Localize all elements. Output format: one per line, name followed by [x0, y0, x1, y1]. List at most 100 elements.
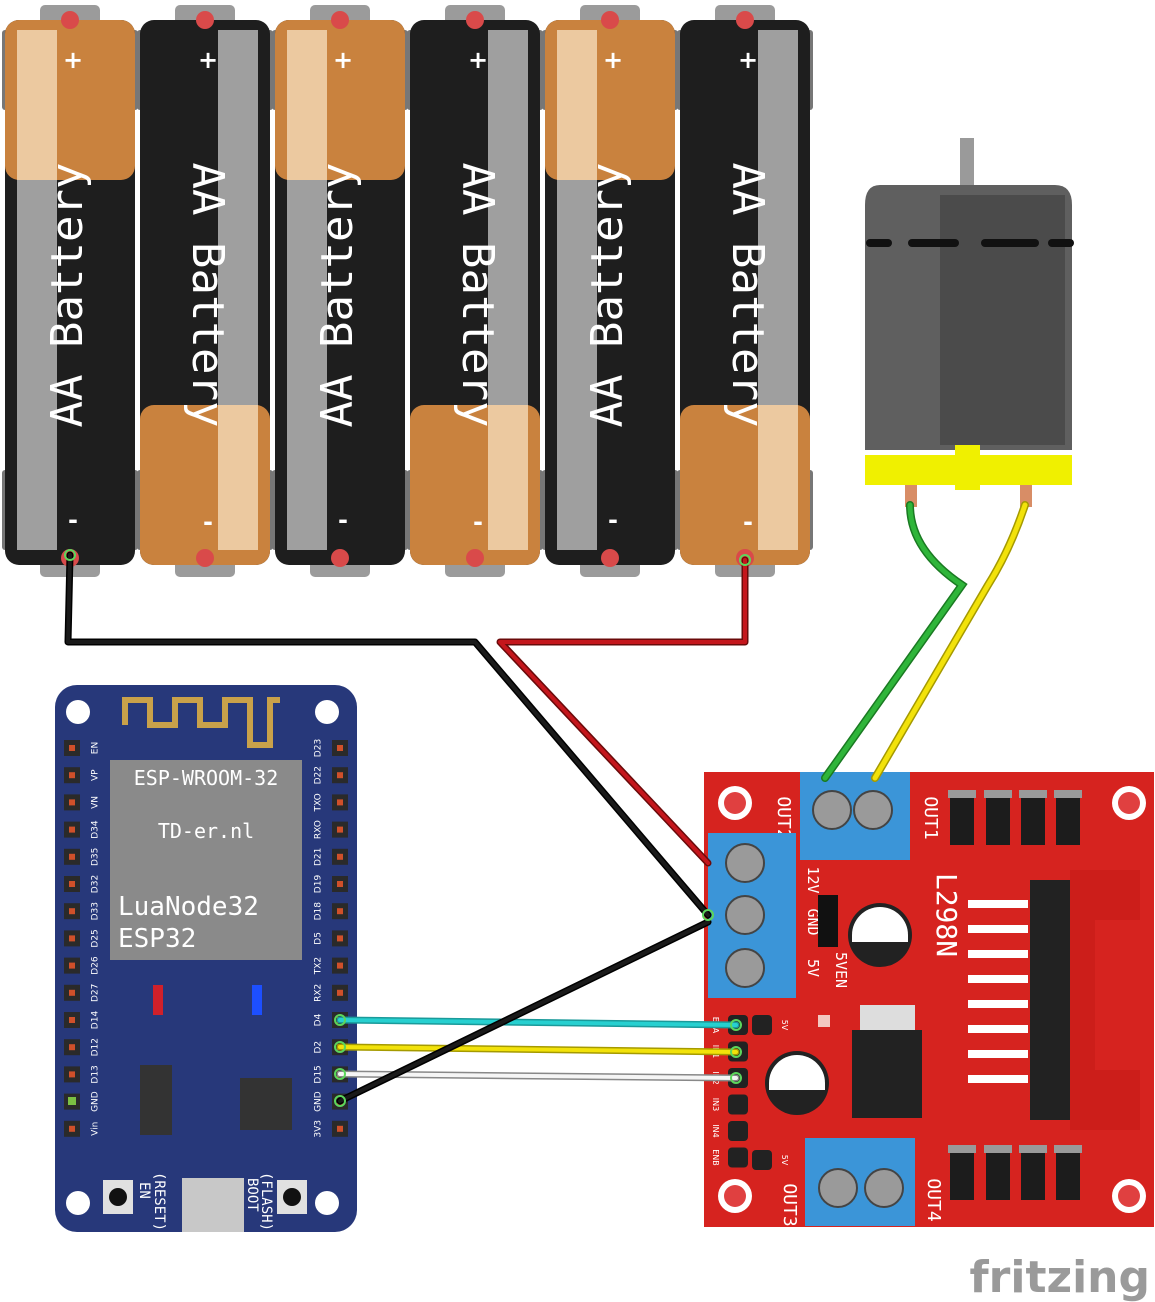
pin-label-right: GND	[314, 1091, 324, 1112]
connection-point	[730, 1019, 742, 1031]
battery-terminal-dot	[331, 11, 349, 29]
pin-label-right: D18	[314, 902, 324, 921]
diode	[1021, 795, 1045, 845]
capacitor-top	[769, 1055, 825, 1090]
chip-lead	[968, 1075, 1028, 1083]
battery-highlight	[557, 30, 597, 180]
fritzing-watermark: fritzing	[970, 1252, 1150, 1302]
pin-label-left: D32	[91, 875, 101, 893]
pin-label-left: D33	[91, 902, 101, 920]
header-pin-pad	[337, 853, 343, 860]
battery-label: AA Battery	[582, 163, 633, 428]
power-label: GND	[804, 908, 822, 935]
wire-motor-green	[822, 502, 966, 781]
header-pin-pad	[69, 826, 75, 833]
pin-label-left: D35	[91, 848, 101, 866]
header-pin-pad	[69, 908, 75, 915]
header-pin-pad	[69, 853, 75, 860]
antenna-trace	[122, 697, 280, 748]
battery-label: AA Battery	[312, 163, 363, 428]
header-pin-pad	[69, 1071, 75, 1078]
diode-lead	[1054, 790, 1082, 798]
header-pin-pad	[337, 962, 343, 969]
motor-endcap	[955, 445, 980, 490]
wire-d2	[338, 1045, 738, 1054]
battery-polarity: +	[333, 46, 353, 74]
header-pin-pad	[337, 935, 343, 942]
wire-motor-yellow	[872, 502, 1028, 781]
battery-polarity: +	[603, 46, 623, 74]
led-red	[153, 985, 163, 1015]
diode	[1056, 795, 1080, 845]
control-pin-label: IN3	[711, 1098, 720, 1111]
label-out2: OUT2	[773, 796, 794, 839]
pin-label-left: D12	[91, 1038, 101, 1056]
pin-label-right: TXO	[314, 793, 324, 812]
battery-polarity: -	[608, 506, 618, 534]
diode	[1021, 1150, 1045, 1200]
power-label: 12V	[804, 866, 822, 893]
header-pin-pad	[337, 799, 343, 806]
mount-hole	[66, 700, 90, 724]
label-out4: OUT4	[923, 1178, 944, 1221]
wire-d4	[338, 1018, 738, 1027]
battery-polarity: -	[743, 508, 753, 536]
jumper-5ven	[818, 895, 838, 947]
pin-label-left: D25	[91, 929, 101, 947]
header-pin-pad	[337, 745, 343, 751]
pin-label-left: D13	[91, 1065, 101, 1083]
jumper-5v-label: 5V	[780, 1020, 789, 1031]
battery-highlight	[218, 405, 258, 550]
control-pin	[728, 1094, 748, 1115]
voltage-regulator	[852, 1030, 922, 1118]
battery-label: AA Battery	[42, 163, 93, 428]
pin-label-right: D15	[314, 1065, 324, 1083]
en-label: EN	[136, 1182, 152, 1199]
battery-highlight	[557, 180, 597, 550]
chip-lead	[968, 925, 1028, 933]
battery-cell: +-AA Battery	[272, 5, 408, 577]
connection-point	[334, 1095, 346, 1107]
battery-terminal-dot	[601, 549, 619, 567]
mount-hole	[66, 1191, 90, 1215]
usb-connector	[182, 1178, 244, 1232]
label-out1: OUT1	[920, 796, 941, 839]
diode	[950, 1150, 974, 1200]
pin-label-right: TX2	[314, 957, 324, 975]
rf-shield	[110, 760, 302, 960]
board-chip: ESP32	[118, 924, 196, 954]
chip-label: L298N	[930, 873, 963, 957]
diode-lead	[948, 1145, 976, 1153]
terminal-screw	[725, 843, 765, 883]
module-label: ESP-WROOM-32	[134, 766, 279, 790]
pin-label-right: RXO	[314, 820, 324, 839]
connection-point	[334, 1014, 346, 1026]
chip	[240, 1078, 292, 1130]
battery-polarity: -	[203, 508, 213, 536]
header-pin-pad	[69, 1044, 75, 1051]
esp32-board: ESP-WROOM-32TD-er.nlLuaNode32ESP32EN(RES…	[55, 685, 357, 1232]
battery-terminal-dot	[601, 11, 619, 29]
battery-highlight	[17, 30, 57, 180]
mount-hole	[315, 1191, 339, 1215]
connection-point	[334, 1068, 346, 1080]
diode-lead	[984, 1145, 1012, 1153]
pin-label-right: D5	[314, 932, 324, 945]
battery-highlight	[758, 30, 798, 405]
terminal-screw	[812, 790, 852, 830]
capacitor-top	[852, 907, 908, 942]
board-name: LuaNode32	[118, 892, 259, 922]
pin-label-right: D19	[314, 875, 324, 894]
pin-label-right: D4	[314, 1013, 324, 1026]
wire-battery-positive	[498, 558, 747, 865]
mount-hole-inner	[724, 792, 746, 814]
battery-terminal-dot	[196, 549, 214, 567]
terminal-screw	[864, 1168, 904, 1208]
battery-terminal-dot	[61, 11, 79, 29]
chip-lead	[968, 1025, 1028, 1033]
pin-label-left: VP	[91, 769, 101, 781]
battery-highlight	[488, 30, 528, 405]
wire-gnd	[338, 920, 710, 1103]
pin-label-left: D14	[91, 1011, 101, 1030]
